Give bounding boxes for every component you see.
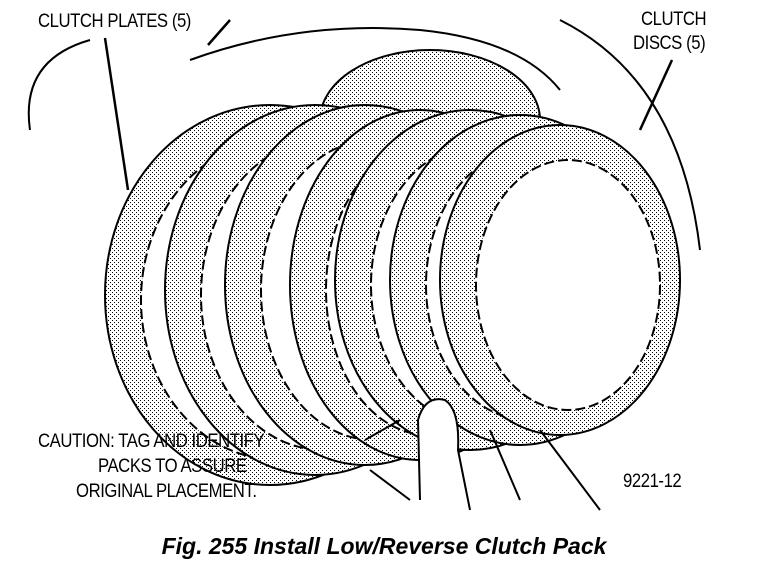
caution-line-1: CAUTION: TAG AND IDENTIFY [38,431,265,452]
caution-line-2: PACKS TO ASSURE [98,456,247,477]
clutch-rings [104,104,681,486]
figure-caption: Fig. 255 Install Low/Reverse Clutch Pack [161,533,607,559]
ring-inner-splines [475,159,661,411]
clutch-plates-label: CLUTCH PLATES (5) [38,11,191,32]
caution-line-3: ORIGINAL PLACEMENT. [76,481,257,502]
clutch-discs-label-line1: CLUTCH [641,9,707,30]
leader-lines [103,19,674,191]
figure-code: 9221-12 [623,471,682,492]
hand [364,398,601,511]
clutch-discs-label-line2: DISCS (5) [633,33,706,54]
